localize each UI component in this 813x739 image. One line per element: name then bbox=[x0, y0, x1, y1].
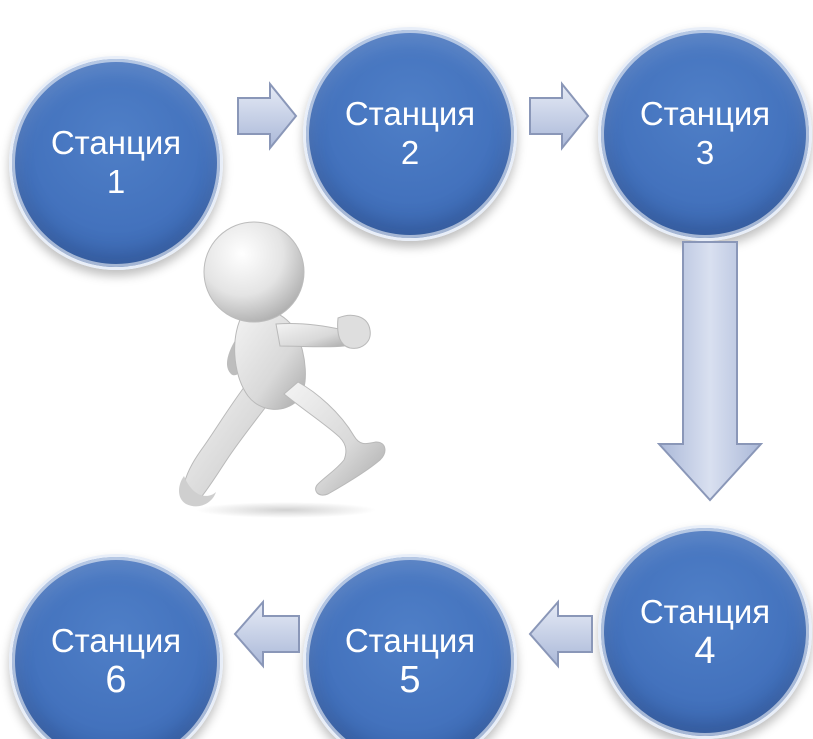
arrow-right-icon bbox=[528, 80, 590, 152]
station-3-node: Станция 3 bbox=[598, 27, 812, 241]
station-6-number: 6 bbox=[105, 659, 127, 701]
arrow-left-icon bbox=[528, 598, 594, 670]
station-1-node: Станция 1 bbox=[9, 56, 223, 270]
arrow-left-icon bbox=[233, 598, 301, 670]
station-2-label: Станция bbox=[344, 95, 476, 132]
station-1-number: 1 bbox=[106, 163, 126, 200]
station-5-node: Станция 5 bbox=[303, 554, 517, 739]
station-3-number: 3 bbox=[695, 134, 715, 171]
station-4-label: Станция bbox=[639, 593, 771, 630]
station-6-node: Станция 6 bbox=[9, 554, 223, 739]
station-5-number: 5 bbox=[399, 659, 421, 701]
station-1-label: Станция bbox=[50, 124, 182, 161]
station-5-label: Станция bbox=[344, 622, 476, 659]
station-4-node: Станция 4 bbox=[598, 525, 812, 739]
station-3-label: Станция bbox=[639, 95, 771, 132]
arrow-down-icon bbox=[657, 240, 763, 502]
running-person-3d-icon bbox=[176, 214, 396, 519]
station-6-label: Станция bbox=[50, 622, 182, 659]
station-2-node: Станция 2 bbox=[303, 27, 517, 241]
station-2-number: 2 bbox=[400, 134, 420, 171]
station-4-number: 4 bbox=[694, 630, 716, 672]
arrow-right-icon bbox=[236, 80, 298, 152]
